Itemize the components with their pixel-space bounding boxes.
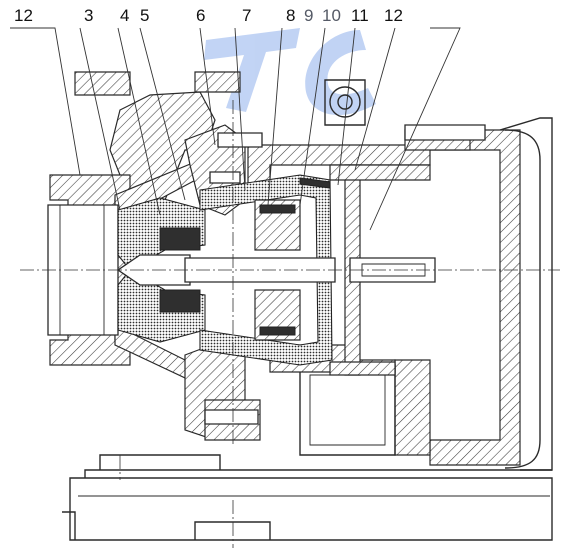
motor-frame bbox=[299, 117, 553, 471]
inner-magnet bbox=[254, 199, 301, 341]
pump-shaft bbox=[184, 257, 336, 283]
callout-11: 11 bbox=[351, 6, 369, 25]
leader-lines bbox=[10, 27, 461, 231]
callout-9: 9 bbox=[304, 6, 313, 25]
callout-10: 10 bbox=[322, 6, 341, 25]
motor-shaft bbox=[349, 257, 436, 283]
impeller bbox=[116, 197, 206, 343]
callout-7: 7 bbox=[242, 6, 251, 25]
callout-3: 3 bbox=[84, 6, 93, 25]
pump-base bbox=[62, 454, 553, 541]
callout-4: 4 bbox=[120, 6, 129, 25]
bolts bbox=[204, 124, 486, 425]
callout-12-left: 12 bbox=[14, 6, 33, 25]
center-lines bbox=[20, 100, 560, 548]
callout-6: 6 bbox=[196, 6, 205, 25]
callout-12-right: 12 bbox=[384, 6, 403, 25]
callout-8: 8 bbox=[286, 6, 295, 25]
callout-labels: 12 3 4 5 6 7 8 9 10 11 12 bbox=[14, 6, 403, 25]
callout-5: 5 bbox=[140, 6, 149, 25]
